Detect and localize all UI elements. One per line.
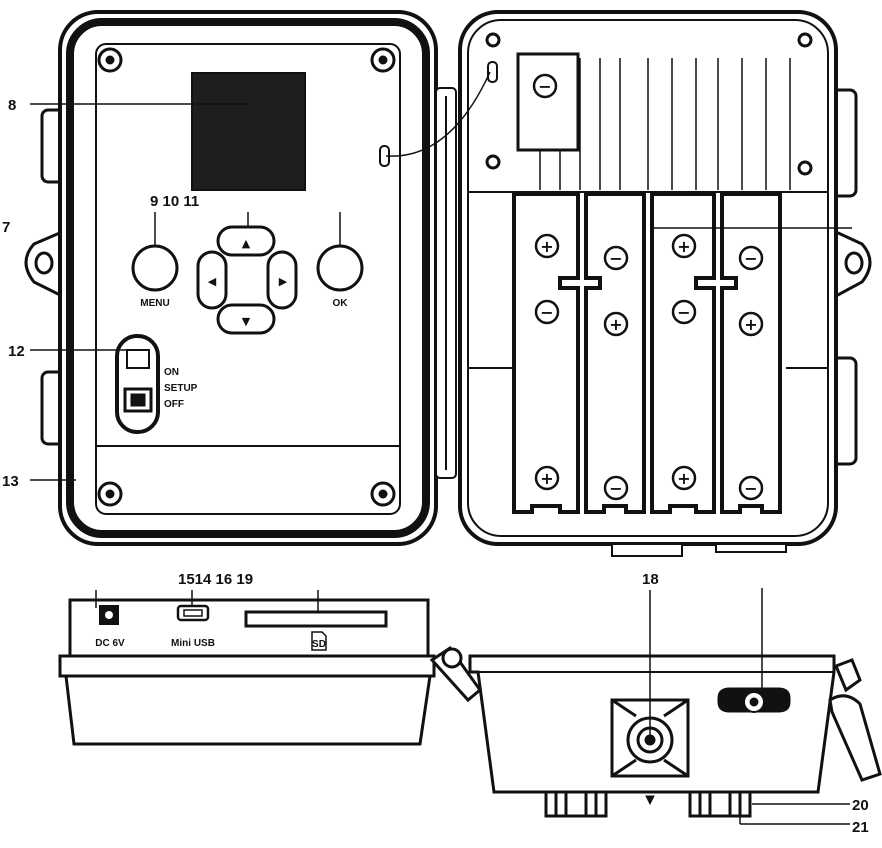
screw [797, 32, 813, 48]
polarity-symbols [532, 73, 764, 501]
switch-off-label: OFF [164, 399, 184, 410]
callout-13: 13 [2, 473, 19, 490]
up-button[interactable] [216, 225, 276, 257]
strap-hole [844, 251, 864, 275]
switch-setup-label: SETUP [164, 383, 198, 394]
battery-slot-1 [512, 192, 580, 514]
plus-glyph: + [677, 469, 690, 488]
board-stripes [539, 58, 791, 190]
battery-slot-2 [584, 192, 646, 514]
screw [370, 47, 396, 73]
down-arrow-icon: ▼ [242, 315, 251, 328]
callout-12: 12 [8, 343, 25, 360]
lcd-screen [191, 72, 306, 191]
minus-glyph: − [744, 249, 757, 268]
foot-right [688, 790, 752, 818]
plus-glyph: + [609, 315, 622, 334]
board-connector [516, 52, 580, 152]
minus-glyph: − [677, 303, 690, 322]
right-button[interactable] [266, 250, 298, 310]
housing-rim [467, 19, 829, 537]
callout-8: 8 [8, 97, 16, 114]
left-arrow-icon: ◀ [208, 275, 217, 288]
strap-hole [34, 251, 54, 275]
battery-slot-4 [720, 192, 782, 514]
port-panel-base [64, 674, 432, 746]
switch-on-label: ON [164, 367, 179, 378]
screw [485, 154, 501, 170]
callout-9-10-11: 9 10 11 [150, 193, 199, 210]
usb-label: Mini USB [171, 638, 215, 649]
screw [97, 481, 123, 507]
leader-lines [30, 71, 852, 825]
plus-glyph: + [540, 237, 553, 256]
dpad-arrows: ▲ ▼ ◀ ▶ [208, 237, 288, 328]
bottom-tab [611, 543, 683, 557]
front-cover [24, 10, 438, 546]
sd-label: SD [312, 639, 326, 650]
minus-glyph: − [538, 77, 551, 96]
minus-glyph: − [744, 479, 757, 498]
cover-seal [66, 18, 430, 538]
battery-slot-3 [650, 192, 716, 514]
callout-7: 7 [2, 219, 10, 236]
left-button[interactable] [196, 250, 228, 310]
menu-label: MENU [140, 298, 169, 309]
base-view [468, 654, 882, 818]
mini-usb-port[interactable] [176, 604, 210, 622]
callout-18: 18 [642, 571, 659, 588]
minus-glyph: − [609, 479, 622, 498]
down-button[interactable] [216, 303, 276, 335]
callout-numbers: 7 8 9 10 11 12 13 1514 16 19 18 20 21 [2, 97, 869, 836]
switch-labels: ON SETUP OFF [164, 367, 198, 410]
callout-14-15-16-19: 1514 16 19 [178, 571, 253, 588]
plus-glyph: + [744, 315, 757, 334]
ok-label: OK [333, 298, 349, 309]
screw [370, 481, 396, 507]
power-switch[interactable] [115, 334, 160, 434]
latch[interactable] [828, 694, 882, 782]
plus-glyph: + [540, 469, 553, 488]
hinge-strip [435, 87, 457, 479]
strap-lug [24, 229, 64, 299]
plus-glyph: + [677, 237, 690, 256]
port-panel [58, 598, 436, 746]
polarity-glyphs: − + − + − − + − + + − + − [538, 77, 757, 498]
callout-20: 20 [852, 797, 869, 814]
bottom-tab [715, 543, 787, 553]
minus-glyph: − [609, 249, 622, 268]
strap-lug [834, 229, 872, 299]
switch-knob[interactable] [123, 387, 153, 413]
sd-card-slot[interactable] [244, 610, 388, 628]
minus-glyph: − [540, 303, 553, 322]
right-arrow-icon: ▶ [279, 275, 288, 288]
battery-housing [458, 10, 872, 557]
sensor-hole [487, 61, 498, 83]
screw [485, 32, 501, 48]
dc-label: DC 6V [95, 638, 125, 649]
port-panel-lip [58, 654, 436, 678]
device-labels: MENU OK DC 6V Mini USB SD [95, 298, 348, 650]
foot-left [544, 790, 608, 818]
up-arrow-icon: ▲ [242, 237, 251, 250]
cover-inner-panel [95, 43, 401, 515]
sd-card-icon [311, 631, 327, 651]
screw [97, 47, 123, 73]
switch-knob-grip [130, 393, 146, 407]
screw [797, 160, 813, 176]
callout-21: 21 [852, 819, 869, 836]
